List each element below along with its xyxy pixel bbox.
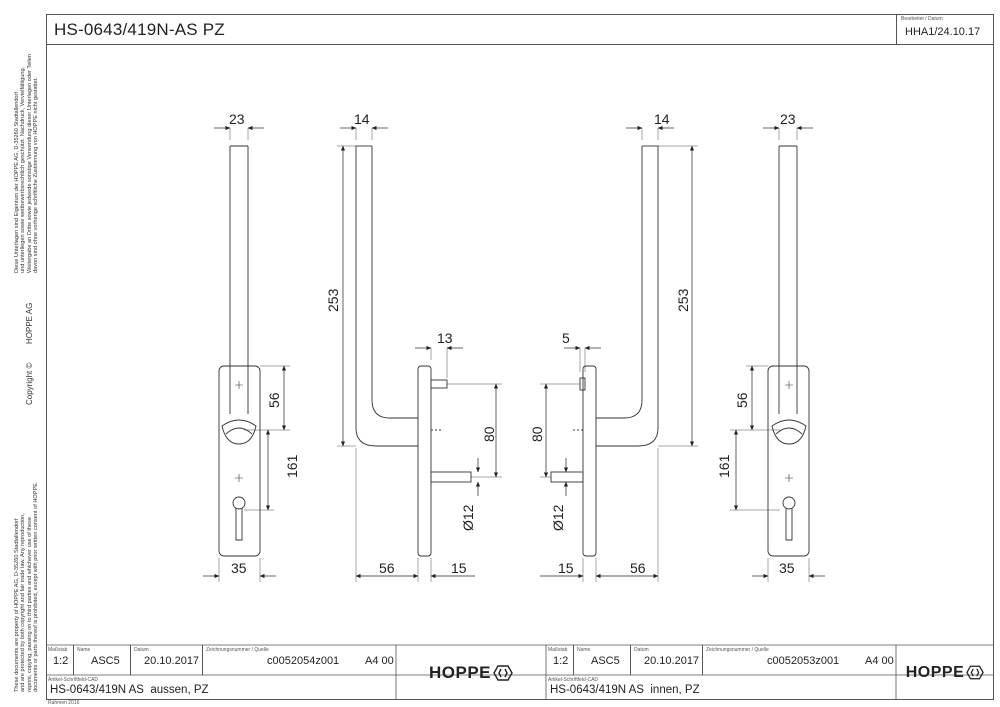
cylinder-hole [232,496,246,510]
dim-80-left: 80 [481,426,497,442]
dim-d12-left: Ø12 [460,504,476,531]
dim-253-right: 253 [675,288,691,312]
name-label: Name [77,647,91,653]
drawing-number-label: Zeichnungsnummer / Quelle [706,647,769,653]
format-value: A4 00 [365,655,394,667]
header-revision-box: Bearbeitet / Datum HHA1/24.10.17 [896,14,995,44]
article-label: Artikel-Schriftfeld-CAD [548,677,599,683]
format-value: A4 00 [865,655,894,667]
date-value: 20.10.2017 [144,655,200,667]
dim-56-bottom-right: 56 [630,560,646,576]
dim-35-left: 35 [231,560,247,576]
dim-5: 5 [562,330,570,346]
fixing-screw [550,471,584,483]
drawing-number-value: c0052054z001 [267,655,340,667]
scale-value: 1:2 [553,655,569,667]
dim-56-front-left: 56 [266,392,282,408]
article-value: HS-0643/419N AS innen, PZ [550,684,700,696]
scale-label: Maßstab [548,647,568,653]
dim-56-bottom-left: 56 [379,560,395,576]
dim-161-front-left: 161 [284,454,300,478]
handle-front-inside [767,145,810,557]
title-block-outside: Maßstab 1:2 Name ASC5 Datum 20.10.2017 Z… [46,645,396,700]
handle-lever [229,145,249,414]
dim-56-front-right: 56 [734,392,750,408]
drawing-number-label: Zeichnungsnummer / Quelle [206,647,269,653]
name-value: ASC5 [591,655,620,667]
fixing-spigot [579,377,586,391]
dim-23-left: 23 [229,111,245,127]
hoppe-logo-mark-icon [493,664,513,681]
date-label: Datum [634,647,649,653]
dim-80-right: 80 [529,426,545,442]
handle-lever [778,145,798,414]
dim-35-right: 35 [779,560,795,576]
dim-14-right: 14 [654,111,670,127]
dim-14-left: 14 [354,111,370,127]
handle-front-outside [218,145,261,557]
backplate-outline [767,365,810,557]
dim-13: 13 [437,330,453,346]
fixing-spigot [430,379,448,389]
drawing-title: HS-0643/419N-AS PZ [54,20,225,39]
cylinder-hole [782,496,796,510]
header-revision-value: HHA1/24.10.17 [905,26,981,38]
frame-footer-note: Rahmen 2016 [48,700,80,706]
name-value: ASC5 [91,655,120,667]
backplate-outline [218,365,261,557]
dim-253-left: 253 [325,288,341,312]
fixing-screw [430,471,472,483]
handle-side-inside [550,145,659,557]
drawing-number-value: c0052053z001 [767,655,840,667]
header-revision-label: Bearbeitet / Datum [901,16,943,22]
name-label: Name [577,647,591,653]
dim-15-bottom-right: 15 [558,560,574,576]
hoppe-logo: HOPPE [896,645,994,700]
title-block-inside: Maßstab 1:2 Name ASC5 Datum 20.10.2017 Z… [546,645,896,700]
article-label: Artikel-Schriftfeld-CAD [48,677,99,683]
dim-161-front-right: 161 [716,454,732,478]
backplate-side [582,365,597,557]
dim-15-bottom-left: 15 [451,560,467,576]
article-value: HS-0643/419N AS aussen, PZ [50,684,209,696]
scale-label: Maßstab [48,647,68,653]
handle-side-outside [355,145,472,557]
handle-rose [221,419,257,445]
hoppe-logo: HOPPE [396,645,546,700]
drawing-frame [46,14,994,700]
date-value: 20.10.2017 [644,655,700,667]
title-divider [46,44,994,45]
date-label: Datum [134,647,149,653]
dim-23-right: 23 [780,111,796,127]
dim-d12-right: Ø12 [550,504,566,531]
hoppe-logo-mark-icon [966,665,985,680]
backplate-side [417,365,432,557]
scale-value: 1:2 [53,655,69,667]
handle-rose [771,419,807,445]
